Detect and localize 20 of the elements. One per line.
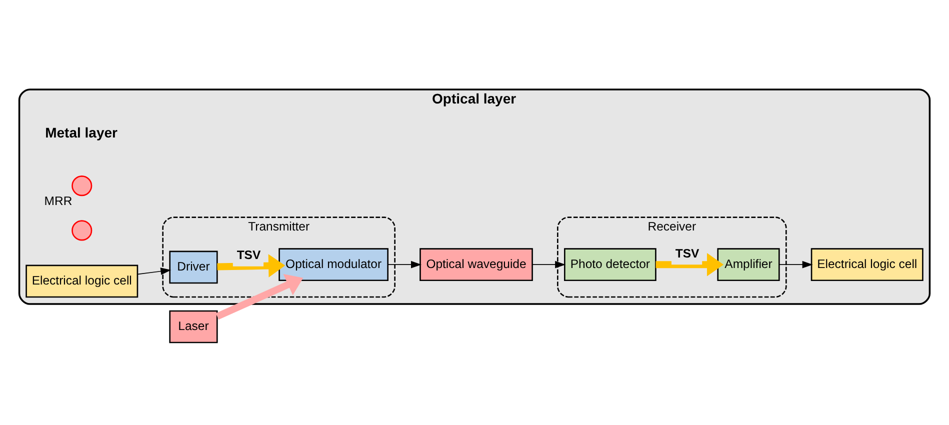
node-box: Electrical logic cell — [26, 264, 138, 298]
node-circle — [72, 220, 92, 241]
arrow — [388, 260, 422, 268]
arrow — [656, 252, 724, 276]
edge-label: TSV — [675, 246, 700, 260]
arrow — [216, 274, 304, 320]
arrow — [778, 260, 813, 268]
edge-label: TSV — [236, 248, 261, 262]
node-label: MRR — [44, 194, 72, 208]
node-circle — [72, 176, 92, 196]
node-box: Amplifier — [717, 248, 780, 281]
node-box: Driver — [169, 250, 218, 284]
node-box: Optical waveguide — [420, 248, 533, 281]
arrow — [137, 268, 172, 275]
node-box: Photo detector — [564, 248, 656, 281]
arrow — [532, 260, 566, 268]
node-box: Laser — [169, 310, 218, 344]
node-box: Electrical logic cell — [810, 248, 924, 281]
node-box: Optical modulator — [278, 248, 388, 281]
arrow — [217, 254, 286, 278]
